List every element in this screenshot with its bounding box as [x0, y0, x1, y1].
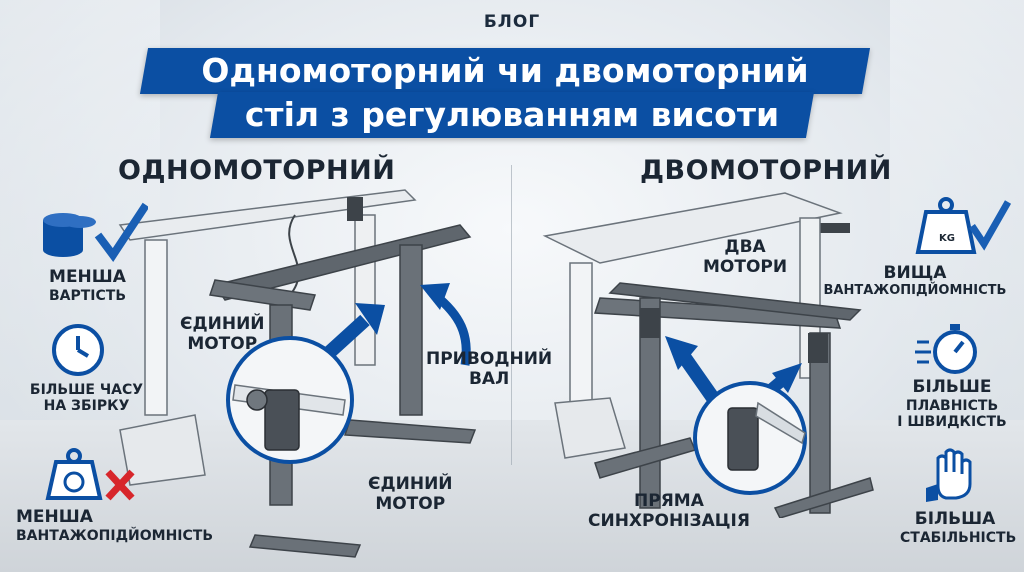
direct-sync-callout: ПРЯМА СИНХРОНІЗАЦІЯ [588, 491, 750, 531]
single-motor-title: ОДНОМОТОРНИЙ [118, 155, 396, 186]
two-motors-callout: ДВА МОТОРИ [703, 237, 788, 277]
dual-motor-title: ДВОМОТОРНИЙ [640, 155, 892, 186]
title-banner-line1: Одномоторний чи двомоторний [139, 48, 871, 94]
page-title-line1: Одномоторний чи двомоторний [201, 51, 809, 90]
right-feature-2-label: БІЛЬШЕ ПЛАВНІСТЬ І ШВИДКІСТЬ [897, 377, 1007, 430]
single-motor-bottom-callout: ЄДИНИЙ МОТОР [368, 474, 453, 514]
coins-check-icon [43, 202, 148, 262]
clock-icon [52, 324, 104, 376]
dual-motor-desk-illustration [542, 192, 874, 518]
right-feature-3-label: БІЛЬША СТАБІЛЬНІСТЬ [900, 509, 1017, 546]
hand-stability-icon [926, 448, 972, 502]
blog-kicker: БЛОГ [483, 12, 541, 32]
left-feature-1-label: МЕНША ВАРТІСТЬ [48, 267, 127, 304]
right-feature-1-label: ВИЩА ВАНТАЖОПІДЙОМНІСТЬ [823, 263, 1007, 298]
single-motor-top-callout: ЄДИНИЙ МОТОР [180, 314, 265, 354]
title-banner-line2: стіл з регулюванням висоти [209, 92, 815, 138]
left-feature-2-label: БІЛЬШЕ ЧАСУ НА ЗБІРКУ [29, 382, 144, 415]
weight-kg-badge: KG [939, 233, 955, 244]
weight-check-icon [915, 197, 1012, 254]
page-title-line2: стіл з регулюванням висоти [244, 95, 780, 134]
left-feature-3-label: МЕНША ВАНТАЖОПІДЙОМНІСТЬ [16, 507, 214, 544]
stopwatch-icon [915, 324, 977, 374]
drive-shaft-callout: ПРИВОДНИЙ ВАЛ [426, 349, 553, 389]
section-divider [511, 165, 512, 465]
weight-cross-icon [45, 448, 135, 501]
